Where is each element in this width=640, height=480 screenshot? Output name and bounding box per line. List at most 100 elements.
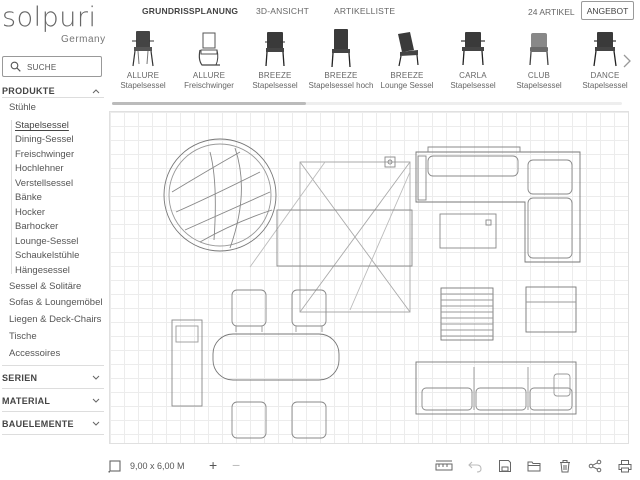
lounge-sofa[interactable] — [415, 146, 581, 263]
chevron-down-icon — [92, 421, 100, 426]
section-divider — [2, 434, 104, 435]
chevron-down-icon — [92, 398, 100, 403]
section-divider — [2, 411, 104, 412]
search-icon — [10, 61, 21, 72]
subcategory-item[interactable]: Hängesessel — [15, 265, 70, 276]
bottom-toolbar — [0, 452, 640, 480]
table-rect[interactable] — [276, 209, 413, 267]
product-type: Stapelsessel — [582, 81, 628, 90]
section-products-heading[interactable]: PRODUKTE — [2, 86, 104, 96]
brand-name: solpuri — [2, 2, 97, 33]
section-material-label: MATERIAL — [2, 396, 51, 406]
section-serien-heading[interactable]: SERIEN — [2, 373, 104, 383]
product-name: DANCE — [590, 71, 620, 80]
category-item[interactable]: Accessoires — [9, 348, 61, 359]
product-card[interactable]: BREEZE Stapelsessel — [242, 26, 308, 98]
lounge-chair-icon — [398, 32, 419, 67]
folder-icon[interactable] — [527, 459, 541, 473]
chevron-right-icon[interactable] — [622, 54, 636, 68]
offer-button[interactable]: ANGEBOT — [581, 1, 634, 20]
subcategory-item[interactable]: Hochlehner — [15, 163, 64, 174]
share-icon[interactable] — [588, 459, 602, 473]
product-card[interactable]: DANCE Stapelsessel — [572, 26, 638, 98]
zoom-in-button[interactable]: + — [209, 457, 218, 473]
product-name: CARLA — [459, 71, 487, 80]
room-size-icon[interactable] — [108, 459, 122, 473]
subcategory-item[interactable]: Hocker — [15, 207, 46, 218]
section-divider — [2, 365, 104, 366]
brand-country: Germany — [61, 34, 106, 45]
tab-artikelliste[interactable]: ARTIKELLISTE — [334, 6, 396, 16]
scrollbar-thumb[interactable] — [112, 102, 306, 105]
section-serien-label: SERIEN — [2, 373, 38, 383]
section-divider — [2, 388, 104, 389]
product-card[interactable]: CARLA Stapelsessel — [440, 26, 506, 98]
chair-grey-icon — [529, 33, 549, 66]
category-item[interactable]: Tische — [9, 331, 37, 342]
room-dimensions[interactable]: 9,00 x 6,00 M — [130, 461, 185, 471]
chair-dark-icon — [265, 32, 285, 67]
product-card[interactable]: ALLURE Stapelsessel — [110, 26, 176, 98]
side-table[interactable] — [439, 213, 497, 249]
section-products-label: PRODUKTE — [2, 86, 55, 96]
chair-dark-icon — [461, 32, 485, 66]
section-bauelemente-heading[interactable]: BAUELEMENTE — [2, 419, 104, 429]
subcategory-item[interactable]: Lounge-Sessel — [15, 236, 79, 247]
chair-dark-icon — [593, 32, 617, 67]
subcategory-item[interactable]: Freischwinger — [15, 149, 75, 160]
search-input[interactable] — [27, 60, 99, 74]
section-material-heading[interactable]: MATERIAL — [2, 396, 104, 406]
subcategory-item[interactable]: Stapelsessel — [15, 120, 69, 131]
category-item[interactable]: Sofas & Loungemöbel — [9, 297, 103, 308]
tab-3d-ansicht[interactable]: 3D-ANSICHT — [256, 6, 310, 16]
product-carousel: ALLURE Stapelsessel ALLURE Freischwinger… — [110, 26, 628, 98]
product-type: Stapelsessel — [450, 81, 496, 90]
product-type: Freischwinger — [184, 81, 234, 90]
print-icon[interactable] — [618, 459, 632, 473]
brand-logo[interactable]: solpuri Germany — [2, 2, 106, 46]
category-item[interactable]: Sessel & Solitäre — [9, 281, 82, 292]
subcategory-item[interactable]: Barhocker — [15, 221, 59, 232]
article-count: 24 ARTIKEL — [528, 7, 575, 17]
product-type: Stapelsessel hoch — [308, 81, 374, 90]
product-type: Lounge Sessel — [380, 81, 434, 90]
chair-dark-icon — [132, 31, 154, 67]
floorplan-canvas[interactable] — [109, 111, 629, 444]
zoom-out-button[interactable]: − — [232, 457, 241, 473]
subcategory-item[interactable]: Bänke — [15, 192, 42, 203]
trash-icon[interactable] — [558, 459, 572, 473]
product-type: Stapelsessel — [516, 81, 562, 90]
product-card[interactable]: BREEZE Stapelsessel hoch — [308, 26, 374, 98]
subcategory-item[interactable]: Verstellsessel — [15, 178, 74, 189]
subcategory-item[interactable]: Schaukelstühle — [15, 250, 80, 261]
search-field[interactable] — [2, 56, 102, 77]
product-scrollbar[interactable] — [112, 102, 622, 105]
undo-icon[interactable] — [468, 459, 482, 473]
category-item[interactable]: Liegen & Deck-Chairs — [9, 314, 102, 325]
dining-set[interactable] — [212, 289, 340, 439]
product-name: BREEZE — [258, 71, 292, 80]
subcategory-item[interactable]: Dining-Sessel — [15, 134, 74, 145]
product-card[interactable]: BREEZE Lounge Sessel — [374, 26, 440, 98]
product-type: Stapelsessel — [120, 81, 166, 90]
hanging-chair[interactable] — [163, 138, 277, 252]
chevron-up-icon — [92, 89, 100, 94]
lounger[interactable] — [171, 319, 203, 407]
product-name: ALLURE — [192, 71, 226, 80]
product-card[interactable]: ALLURE Freischwinger — [176, 26, 242, 98]
socket[interactable] — [384, 156, 396, 168]
chevron-down-icon — [92, 375, 100, 380]
product-name: ALLURE — [126, 71, 160, 80]
measure-icon[interactable] — [435, 459, 453, 473]
product-name: BREEZE — [324, 71, 358, 80]
sofa-module[interactable] — [415, 286, 577, 415]
section-divider — [2, 97, 104, 98]
parasol[interactable] — [249, 161, 411, 313]
tab-grundrissplanung[interactable]: GRUNDRISSPLANUNG — [142, 6, 239, 16]
product-card[interactable]: CLUB Stapelsessel — [506, 26, 572, 98]
subcategory-guide — [11, 120, 12, 274]
striped-element[interactable] — [440, 287, 494, 341]
save-icon[interactable] — [498, 459, 512, 473]
category-stuehle[interactable]: Stühle — [9, 102, 36, 113]
section-bauelemente-label: BAUELEMENTE — [2, 419, 74, 429]
